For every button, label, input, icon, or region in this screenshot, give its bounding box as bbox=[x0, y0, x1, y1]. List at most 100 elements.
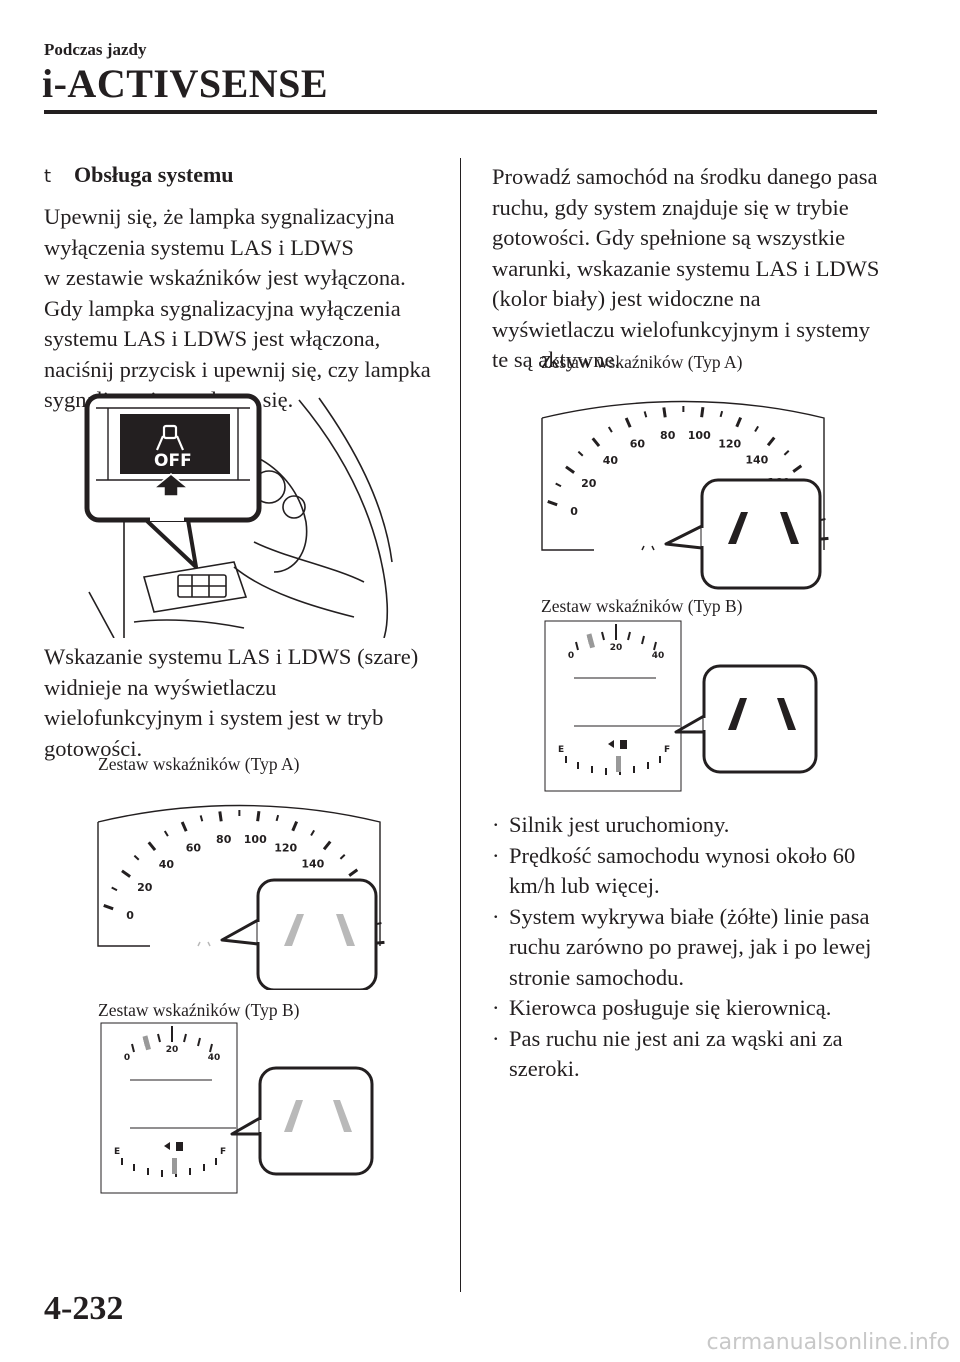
text-line: gotowości. Gdy spełnione są wszystkie bbox=[492, 225, 846, 250]
fuel-pump-icon bbox=[620, 740, 627, 749]
fuel-side-arrow-icon bbox=[608, 740, 614, 748]
speed-label: 20 bbox=[137, 881, 153, 894]
list-item: · Prędkość samochodu wynosi około 60 km/… bbox=[492, 841, 882, 902]
gauge-tick bbox=[339, 854, 346, 860]
gauge-tick bbox=[607, 426, 613, 433]
dashboard-switch-illustration: OFF bbox=[84, 393, 393, 638]
speed-label: 100 bbox=[244, 833, 267, 846]
lane-departure-icon bbox=[155, 424, 185, 451]
gauge-tick bbox=[197, 1037, 201, 1047]
gauge-type-a-active: 020406080100120140160180200 bbox=[541, 400, 829, 590]
text-line: te są aktywne. bbox=[492, 347, 621, 372]
speed-label: 60 bbox=[186, 842, 202, 855]
column-divider bbox=[460, 158, 461, 1292]
fuel-pump-icon bbox=[176, 1142, 183, 1151]
gauge-tick bbox=[624, 417, 632, 428]
text-line: naciśnij przycisk i upewnij się, czy lam… bbox=[44, 356, 431, 382]
gauge-tick bbox=[766, 436, 776, 447]
text-line: w zestawie wskaźników jest wyłączona. bbox=[44, 265, 406, 290]
gauge-tick bbox=[291, 820, 299, 832]
gauge-marker bbox=[616, 756, 621, 772]
text-line: System wykrywa białe (żółte) linie pasa bbox=[509, 903, 870, 929]
figure-caption: Zestaw wskaźników (Typ B) bbox=[98, 1000, 300, 1020]
fuel-side-arrow-icon bbox=[164, 1142, 170, 1150]
figure-caption: Zestaw wskaźników (Typ A) bbox=[98, 754, 300, 774]
gauge-tick bbox=[783, 450, 790, 456]
gauge-tick bbox=[653, 641, 657, 651]
text-line: wielofunkcyjnym i system jest w tryb bbox=[44, 705, 384, 730]
speed-label: 60 bbox=[630, 438, 646, 451]
text-line: Prowadź samochód na środku danego pasa bbox=[492, 164, 878, 189]
gauge-tick bbox=[627, 631, 631, 641]
speed-label: 20 bbox=[581, 477, 597, 490]
speed-label: 140 bbox=[301, 857, 324, 870]
text-line: Kierowca posługuje się kierownicą. bbox=[509, 995, 832, 1020]
text-line: km/h lub więcej. bbox=[509, 873, 660, 898]
gauge-tick bbox=[662, 407, 667, 418]
bullet-dot: · bbox=[492, 812, 500, 837]
gauge-tick bbox=[735, 416, 743, 428]
figure-caption: Zestaw wskaźników (Typ A) bbox=[541, 352, 743, 372]
temp-label: 40 bbox=[208, 1053, 221, 1063]
fuel-full-label: F bbox=[664, 745, 670, 755]
gauge-tick bbox=[111, 886, 118, 892]
speed-label: 80 bbox=[216, 833, 232, 846]
gauge-tick bbox=[575, 641, 579, 651]
section-label: Podczas jazdy bbox=[44, 40, 147, 59]
lane-indicator-white bbox=[728, 698, 796, 730]
speed-label: 100 bbox=[688, 429, 711, 442]
page-title: i-ACTIVSENSE bbox=[42, 61, 329, 106]
text-line: ruchu, gdy system znajduje się w trybie bbox=[492, 194, 849, 220]
watermark: carmanualsonline.info bbox=[706, 1330, 950, 1355]
gauge-tick bbox=[547, 499, 558, 507]
header-rule bbox=[44, 110, 877, 114]
gauge-tick bbox=[131, 1043, 135, 1053]
bullet-dot: · bbox=[492, 1025, 500, 1051]
gauge-type-a-standby: 020406080100120140160180200 bbox=[97, 804, 385, 990]
gauge-tick bbox=[591, 437, 601, 448]
gauge-tick bbox=[199, 815, 204, 822]
speed-label: 140 bbox=[745, 453, 768, 466]
temp-label: 20 bbox=[610, 643, 623, 653]
gauge-tick bbox=[577, 450, 584, 457]
speed-label: 80 bbox=[660, 429, 676, 442]
gauge-tick bbox=[719, 410, 724, 418]
callout-pointer bbox=[144, 518, 198, 569]
text-line: Prędkość samochodu wynosi około 60 bbox=[509, 842, 856, 868]
gauge-tick bbox=[163, 830, 169, 837]
text-line: warunki, wskazanie systemu LAS i LDWS bbox=[492, 255, 880, 281]
fuel-empty-label: E bbox=[114, 1147, 120, 1157]
speed-label: 120 bbox=[718, 437, 741, 450]
conditions-list: · Silnik jest uruchomiony. · Prędkość sa… bbox=[492, 810, 882, 1085]
text-line: systemu LAS i LDWS jest włączona, bbox=[44, 326, 381, 351]
text-line: Upewnij się, że lampka sygnalizacyjna bbox=[44, 204, 395, 229]
gauge-tick bbox=[555, 482, 562, 488]
text-line: ruchu zarówno po prawej, jak i po lewej bbox=[509, 934, 872, 959]
fuel-full-label: F bbox=[220, 1147, 226, 1157]
off-label: OFF bbox=[154, 451, 192, 471]
gauge-tick bbox=[310, 829, 315, 837]
list-item: · System wykrywa białe (żółte) linie pas… bbox=[492, 902, 882, 994]
gauge-tick bbox=[641, 635, 645, 645]
gauge-tick bbox=[157, 1033, 161, 1043]
gauge-tick bbox=[103, 903, 114, 911]
text-line: wyświetlaczu wielofunkcyjnym i systemy bbox=[492, 316, 871, 342]
speed-label: 40 bbox=[603, 454, 619, 467]
gauge-tick bbox=[147, 841, 157, 852]
lane-indicator-grey bbox=[284, 1100, 352, 1132]
gauge-tick bbox=[322, 840, 332, 851]
gauge-marker bbox=[172, 1158, 177, 1174]
gauge-tick bbox=[643, 411, 648, 418]
off-switch[interactable] bbox=[120, 414, 230, 474]
list-item: · Kierowca posługuje się kierownicą. bbox=[492, 993, 882, 1024]
gauge-tick bbox=[121, 869, 131, 878]
subhead-bullet-icon: t bbox=[44, 166, 52, 187]
fuel-empty-label: E bbox=[558, 745, 564, 755]
arrow-up-icon bbox=[151, 473, 191, 497]
text-line: wyłączenia systemu LAS i LDWS bbox=[44, 234, 354, 260]
speed-label: 40 bbox=[159, 858, 175, 871]
text-line: widnieje na wyświetlaczu bbox=[44, 674, 277, 700]
